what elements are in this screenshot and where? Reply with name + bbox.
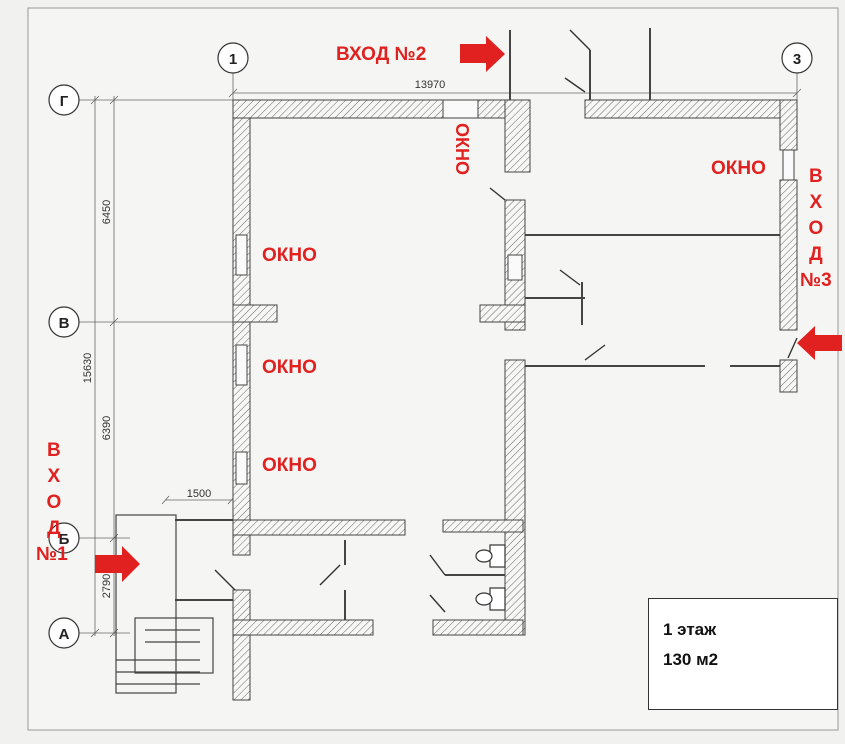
entrance-1-letter-o: О [46,492,62,513]
entrance-1-letter-kh: Х [47,466,61,487]
floor-label: 1 этаж [663,620,717,639]
dim-vb: 6390 [101,416,113,440]
entrance-3-number: №3 [800,270,832,291]
window-right-label: ОКНО [711,158,766,179]
dim-gv: 6450 [101,200,113,224]
entrance-3-letter-v: В [809,166,823,187]
walls [232,99,798,701]
entrance-3-label: В Х О Д №3 [800,164,832,294]
axis-label-3: 3 [793,51,801,68]
floor-info-box: 1 этаж 130 м2 [648,598,838,710]
axis-label-a: А [59,626,70,643]
axis-label-b: Б [59,531,70,548]
entrance-3-letter-d: Д [809,244,823,265]
window-left-label-1: ОКНО [262,245,317,266]
arrow-entrance-3 [797,326,842,360]
window-left-label-2: ОКНО [262,357,317,378]
entrance-1-label: В Х О Д №1 [36,438,68,568]
dim-ba: 2790 [101,574,113,598]
arrow-entrance-1 [95,546,140,582]
entrance-3-letter-o: О [808,218,824,239]
entrance-2-label: ВХОД №2 [336,44,427,65]
porch-stairs [115,514,214,694]
entrance-1-letter-v: В [47,440,61,461]
axis-lines [76,72,802,638]
partitions [175,28,780,620]
axis-markers [48,42,813,649]
window-left-label-3: ОКНО [262,455,317,476]
arrow-entrance-2 [460,36,505,72]
window-top-label: ОКНО [452,123,472,175]
dim-top-width: 13970 [415,79,446,91]
toilets [475,544,506,611]
door-swings [214,29,798,613]
area-label: 130 м2 [663,650,719,669]
axis-label-g: Г [60,93,69,110]
windows [235,99,795,485]
entrance-3-letter-kh: Х [809,192,823,213]
entrance-1-number: №1 [36,544,68,565]
axis-label-1: 1 [229,51,237,68]
entrance-1-letter-d: Д [47,518,61,539]
axis-label-v: В [59,315,70,332]
entrance-arrows [95,36,842,582]
dim-porch: 1500 [187,488,211,500]
dim-total: 15630 [82,353,94,384]
